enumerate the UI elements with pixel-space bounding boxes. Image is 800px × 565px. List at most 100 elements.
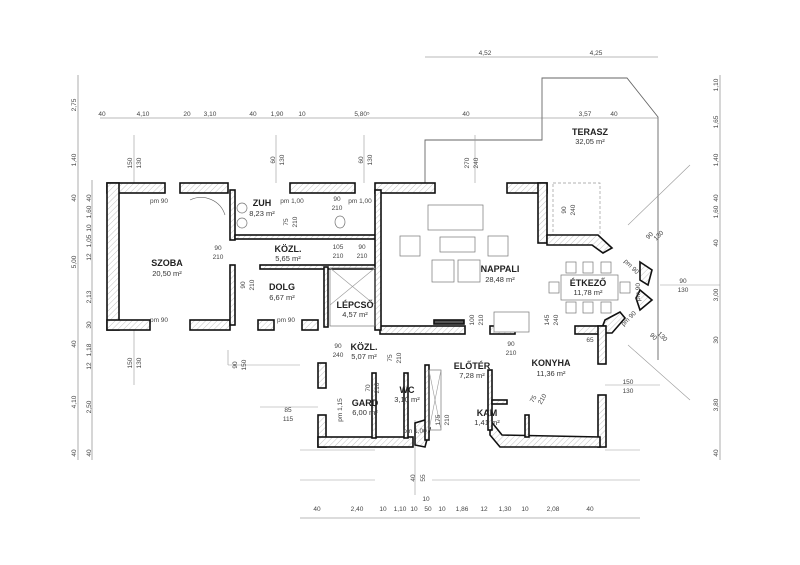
dimension-label: 105: [333, 244, 344, 251]
dimension-label: pm 1,00: [403, 428, 427, 435]
room-name: KAM: [477, 408, 498, 418]
dimension-label: 150: [127, 157, 134, 168]
dimension-label: 90: [679, 278, 687, 285]
room-area: 5,07 m²: [351, 352, 377, 361]
dimension-label: 130: [678, 287, 689, 294]
room-kozl-1: KÖZL. 5,65 m²: [275, 244, 302, 263]
dimension-label: 130: [136, 157, 143, 168]
dimension-label: 4,52: [479, 50, 492, 57]
room-area: 6,00 m²: [352, 408, 378, 417]
room-name: ELŐTÉR: [454, 360, 491, 371]
dimension-label: 40: [313, 506, 321, 513]
dimension-label: 12: [480, 506, 488, 513]
dimension-label: 1,40: [71, 153, 78, 166]
dimension-label: 1,10: [713, 78, 720, 91]
dimension-label: 40: [713, 239, 720, 247]
dimension-label: 90: [333, 196, 341, 203]
dimension-label: 10: [422, 496, 430, 503]
dimension-label: pm 90: [277, 317, 295, 324]
dimension-label: 10: [410, 506, 418, 513]
dimension-label: pm 90: [635, 283, 642, 301]
room-name: KONYHA: [531, 358, 571, 368]
room-name: TERASZ: [572, 127, 609, 137]
dimension-label: 240: [553, 314, 560, 325]
dimension-label: pm 90: [150, 317, 168, 324]
dimension-label: 40: [98, 111, 106, 118]
dimension-label: 40: [713, 194, 720, 202]
dimension-label: 90: [358, 244, 366, 251]
room-area: 6,67 m²: [269, 293, 295, 302]
room-name: ZUH: [253, 198, 272, 208]
dimension-label: 10: [86, 224, 93, 232]
dimension-label: 210: [506, 350, 517, 357]
dimension-label: 50: [424, 506, 432, 513]
dimension-label: 90: [232, 361, 239, 369]
dimension-label: 130: [367, 154, 374, 165]
room-name: KÖZL.: [351, 342, 378, 352]
room-nappali: NAPPALI 28,48 m²: [481, 264, 520, 284]
terrace-outline: [424, 77, 659, 360]
room-name: GARD: [352, 398, 379, 408]
dimension-label: 2,13: [86, 290, 93, 303]
room-area: 11,78 m²: [573, 288, 603, 297]
dimension-label: pm 1,00: [280, 198, 304, 205]
room-name: NAPPALI: [481, 264, 520, 274]
dimension-label: 130: [136, 357, 143, 368]
dimension-label: 4,10: [71, 395, 78, 408]
dimension-label: 2,50: [86, 400, 93, 413]
dimension-label: 130: [653, 229, 666, 242]
dimension-label: 60: [270, 156, 277, 164]
dimension-label: 210: [213, 254, 224, 261]
dimension-label: 5,80⁵: [354, 111, 370, 118]
room-area: 3,10 m²: [394, 395, 420, 404]
room-gard: GARD 6,00 m²: [352, 398, 379, 417]
dimension-label: 100: [469, 314, 476, 325]
room-szoba: SZOBA 20,50 m²: [151, 258, 183, 278]
furniture: [189, 197, 631, 431]
dimension-label: 55: [420, 474, 427, 482]
dimension-label: 40: [71, 340, 78, 348]
dimension-label: 210: [357, 253, 368, 260]
dimension-label: 210: [249, 279, 256, 290]
room-name: SZOBA: [151, 258, 183, 268]
dimension-label: 130: [279, 154, 286, 165]
dimension-lines: [77, 56, 721, 519]
room-terasz: TERASZ 32,05 m²: [572, 127, 609, 146]
dimension-label: 90: [645, 231, 655, 241]
room-etkezo: ÉTKEZŐ 11,78 m²: [570, 277, 607, 297]
dimension-label: 40: [610, 111, 618, 118]
dimension-label: 3,57: [579, 111, 592, 118]
dining-chairs: [548, 261, 631, 314]
dimension-label: 70: [365, 384, 372, 392]
dimension-label: 10: [298, 111, 306, 118]
dimension-label: 210: [537, 392, 549, 405]
dimension-label: 10: [438, 506, 446, 513]
dimension-label: 3,00: [713, 288, 720, 301]
room-area: 7,28 m²: [459, 371, 485, 380]
dimension-label: 85: [284, 407, 292, 414]
dimension-label: 210: [374, 382, 381, 393]
room-area: 28,48 m²: [485, 275, 515, 284]
dimension-label: 4,10: [137, 111, 150, 118]
room-area: 5,65 m²: [275, 254, 301, 263]
dimension-label: pm 90: [622, 258, 640, 276]
room-area: 11,36 m²: [536, 369, 566, 378]
dimension-label: 1,60: [86, 205, 93, 218]
dimension-label: 90: [334, 343, 342, 350]
dimension-label: 130: [623, 388, 634, 395]
spiral-stair-icon: [189, 197, 226, 216]
room-name: LÉPCSŐ: [336, 299, 373, 310]
walls: [106, 182, 654, 448]
dimension-label: 40: [71, 194, 78, 202]
room-zuh: ZUH 8,23 m²: [249, 198, 275, 218]
room-konyha: KONYHA 11,36 m²: [531, 358, 571, 378]
dimension-label: 150: [241, 359, 248, 370]
dimension-label: 210: [332, 205, 343, 212]
room-name: ÉTKEZŐ: [570, 277, 607, 288]
dimension-label: 30: [713, 336, 720, 344]
dimension-label: 40: [410, 474, 417, 482]
dimension-label: pm 1,00: [348, 198, 372, 205]
dimension-label: 210: [333, 253, 344, 260]
dimension-label: 175: [435, 414, 442, 425]
dimension-label: 65: [586, 337, 594, 344]
